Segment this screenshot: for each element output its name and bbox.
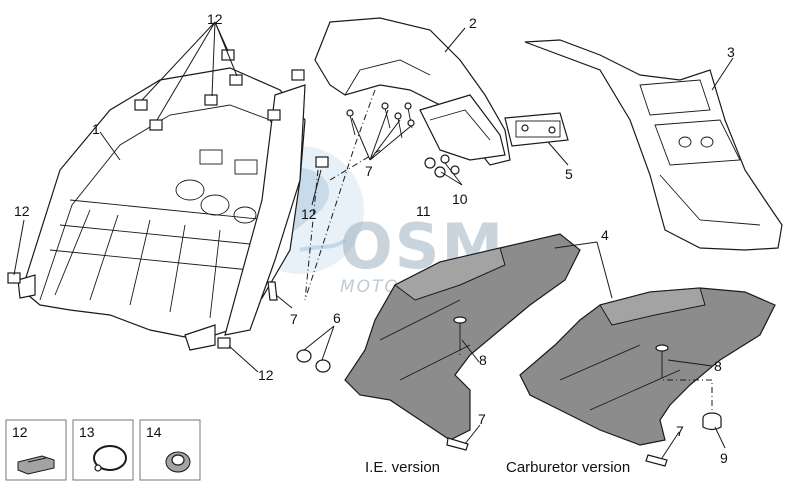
- callout-1: 1: [92, 121, 100, 137]
- hose-clamp-icon: [93, 445, 127, 472]
- grommet-icon: [165, 451, 191, 473]
- callout-7-plate-holder: 7: [365, 163, 373, 179]
- callout-2: 2: [469, 15, 477, 31]
- part-4-fairing-ie: [344, 233, 581, 441]
- screw-7-ie: [446, 437, 469, 451]
- callout-12-left: 12: [14, 203, 30, 219]
- legend-box-14: 14: [139, 419, 201, 481]
- legend-box-12: 12: [5, 419, 67, 481]
- caption-carburetor-version: Carburetor version: [506, 459, 630, 476]
- leader-lines: [13, 21, 734, 459]
- legend-label-13: 13: [79, 424, 95, 440]
- caption-ie-version: I.E. version: [365, 459, 440, 476]
- callout-12-top: 12: [207, 11, 223, 27]
- callout-12-mid: 12: [301, 206, 317, 222]
- callout-6: 6: [333, 310, 341, 326]
- part-3-rear-cover: [524, 39, 783, 251]
- legend-label-12: 12: [12, 424, 28, 440]
- legend-label-14: 14: [146, 424, 162, 440]
- grommet-9: [702, 412, 722, 431]
- screw-7-mudguard: [267, 281, 278, 301]
- part-4-fairing-carburetor: [519, 287, 776, 446]
- callout-12-bottom: 12: [258, 367, 274, 383]
- callout-11: 11: [416, 203, 431, 219]
- screw-7-carb: [645, 454, 668, 467]
- clip-nut-icon: [17, 455, 55, 475]
- part-1-rear-mudguard: [7, 49, 329, 351]
- screw-8-ie: [453, 316, 467, 345]
- legend-box-13: 13: [72, 419, 134, 481]
- part-2-plate-holder: [314, 17, 511, 178]
- callout-8-ie: 8: [479, 352, 487, 368]
- callout-7-carb: 7: [676, 423, 684, 439]
- callout-7-ie: 7: [478, 411, 486, 427]
- callout-8-carb: 8: [714, 358, 722, 374]
- grommets-6: [296, 349, 331, 373]
- callouts: 12 1 2 3 4 5 6 7 7 7 7 8 8 9 10 11 12 12…: [14, 11, 735, 466]
- part-5-plate-light: [504, 112, 569, 147]
- callout-10: 10: [452, 191, 468, 207]
- callout-7-mudguard: 7: [290, 311, 298, 327]
- callout-9: 9: [720, 450, 728, 466]
- callout-4: 4: [601, 227, 609, 243]
- callout-3: 3: [727, 44, 735, 60]
- screw-8-carb: [655, 344, 669, 372]
- callout-5: 5: [565, 166, 573, 182]
